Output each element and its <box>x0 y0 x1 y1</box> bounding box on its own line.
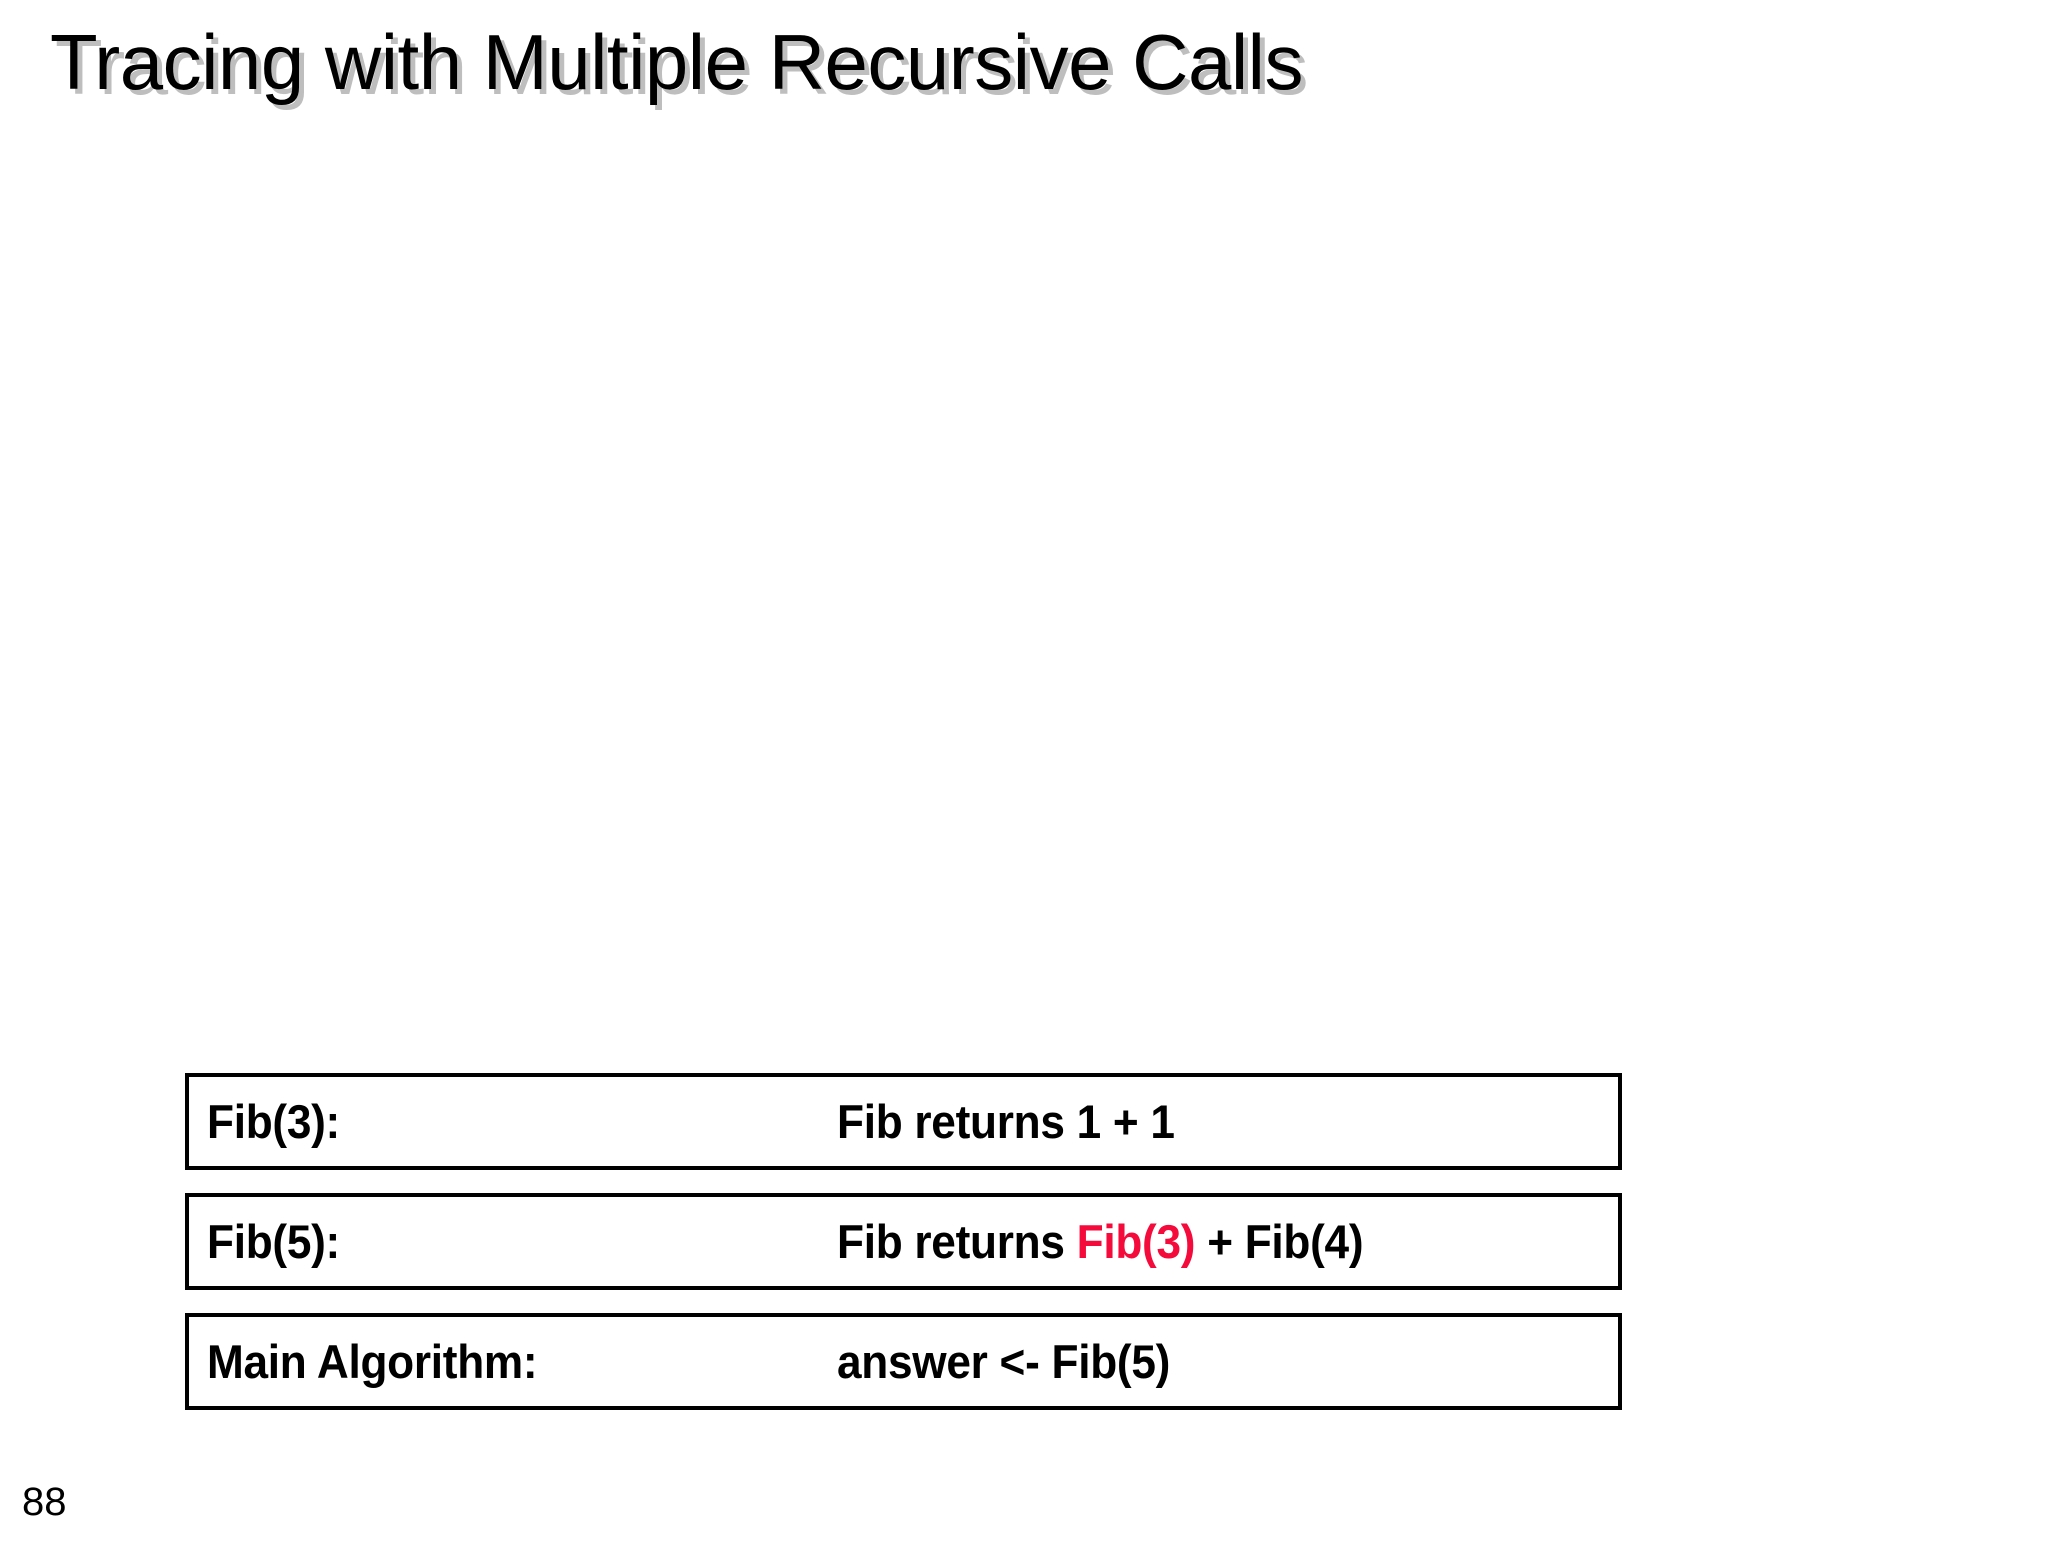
trace-frame-label: Fib(3): <box>207 1094 340 1148</box>
trace-frame-fib3: Fib(3): Fib returns 1 + 1 <box>185 1073 1622 1170</box>
trace-frame-main-algorithm: Main Algorithm: answer <- Fib(5) <box>185 1313 1622 1410</box>
trace-value-prefix: Fib returns 1 + 1 <box>837 1094 1175 1148</box>
trace-value-accent: Fib(3) <box>1076 1214 1196 1268</box>
trace-frame-value: Fib returns Fib(3) + Fib(4) <box>837 1214 1364 1268</box>
trace-frame-label: Main Algorithm: <box>207 1334 538 1388</box>
trace-value-prefix: Fib returns <box>837 1214 1077 1268</box>
trace-frame-value: answer <- Fib(5) <box>837 1334 1171 1388</box>
trace-frame-label: Fib(5): <box>207 1214 340 1268</box>
trace-frame-fib5: Fib(5): Fib returns Fib(3) + Fib(4) <box>185 1193 1622 1290</box>
page-number: 88 <box>22 1480 67 1524</box>
page-title: Tracing with Multiple Recursive Calls <box>50 18 1304 106</box>
trace-frame-value: Fib returns 1 + 1 <box>837 1094 1175 1148</box>
trace-value-suffix: + Fib(4) <box>1195 1214 1364 1268</box>
trace-stack: Fib(3): Fib returns 1 + 1 Fib(5): Fib re… <box>185 1073 1622 1410</box>
trace-value-prefix: answer <- Fib(5) <box>837 1334 1171 1388</box>
